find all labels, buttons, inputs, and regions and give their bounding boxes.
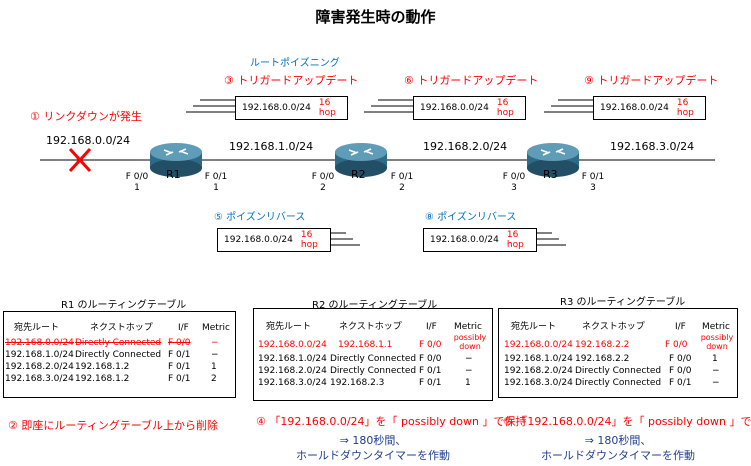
table-r3: 宛先ルート ネクストホップ I/F Metric 192.168.0.0/24 … [498,308,738,398]
holddown-note-r3: ⇒ 180秒間、 ホールドダウンタイマーを作動 [541,434,695,462]
table-r2: 宛先ルート ネクストホップ I/F Metric 192.168.0.0/24 … [253,308,493,401]
annotation-9: ⑨ トリガードアップデート [584,74,719,87]
router-r2-label: R2 [351,168,366,181]
network-label-0: 192.168.0.0/24 [46,134,131,147]
annotation-3: ③ トリガードアップデート [224,74,359,87]
network-label-1: 192.168.1.0/24 [229,140,314,153]
router-r2-icon [335,143,387,177]
route-poisoning-label: ルートポイズニング [250,58,340,69]
packet-p8-tail [537,232,566,246]
annotation-8: ⑧ ポイズンリバース [425,212,517,223]
annotation-7: ⑦ 「192.168.0.0/24」を「 possibly down 」で保持 [503,415,751,428]
annotation-6: ⑥ トリガードアップデート [404,74,539,87]
page-title: 障害発生時の動作 [315,8,436,26]
table-r3-title: R3 のルーティングテーブル [560,297,686,308]
network-label-3: 192.168.3.0/24 [610,140,695,153]
packet-p5-tail [331,232,360,246]
packet-p6-tail [364,99,413,113]
router-r1-icon [150,143,202,177]
table-r1-title: R1 のルーティングテーブル [61,300,187,311]
annotation-2: ② 即座にルーティングテーブル上から削除 [8,419,219,432]
annotation-5: ⑤ ポイズンリバース [214,212,306,223]
network-label-2: 192.168.2.0/24 [423,140,508,153]
router-r3-icon [527,143,579,177]
annotation-4: ④ 「192.168.0.0/24」を「 possibly down 」で保持 [256,415,527,428]
packet-p3-tail [186,99,235,113]
table-r2-title: R2 のルーティングテーブル [312,300,438,311]
link-down-x-icon [68,147,92,173]
table-r1: 宛先ルート ネクストホップ I/F Metric 192.168.0.0/24 … [3,311,236,398]
packet-p9-tail [544,99,593,113]
router-r3-label: R3 [543,168,558,181]
holddown-note-r2: ⇒ 180秒間、 ホールドダウンタイマーを作動 [296,434,450,462]
router-r1-label: R1 [166,168,181,181]
annotation-1: ① リンクダウンが発生 [30,110,142,123]
